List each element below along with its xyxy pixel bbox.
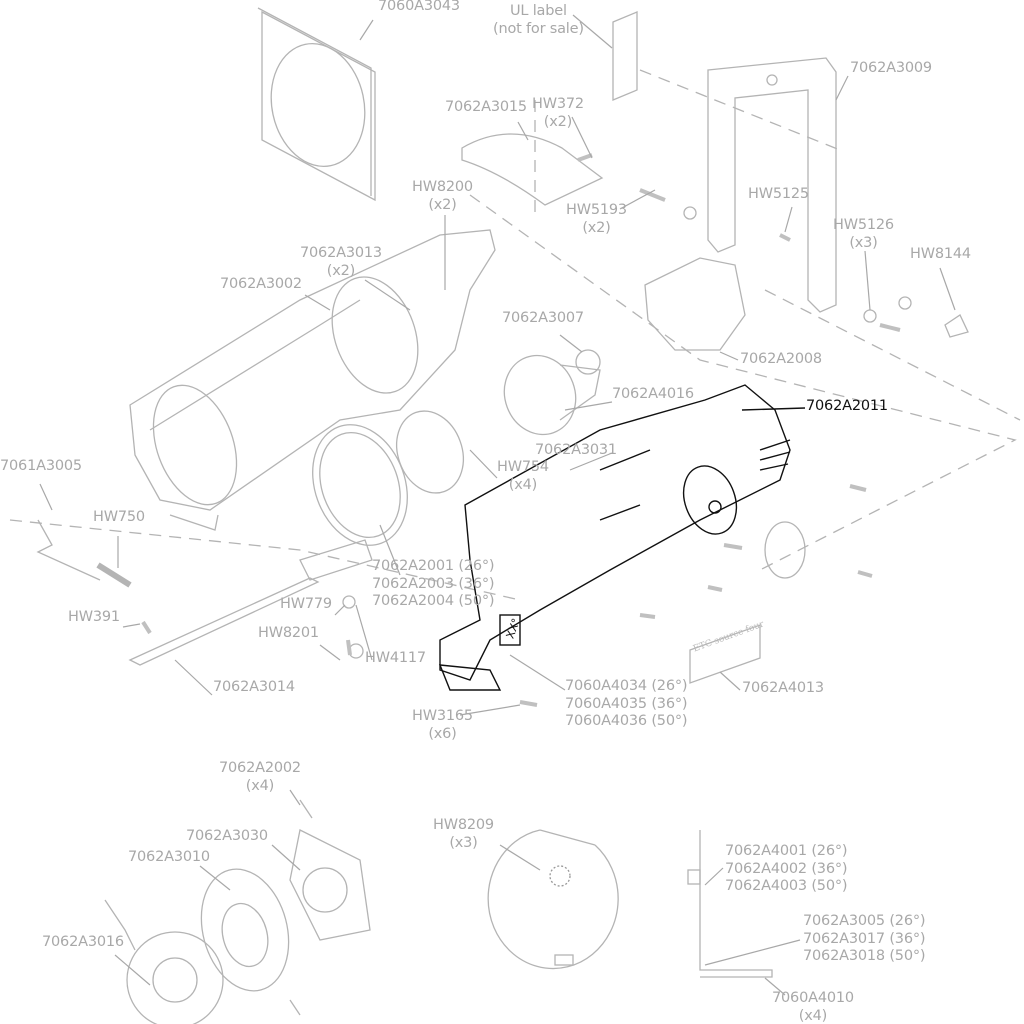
- lamp-housing-highlighted: [438, 384, 791, 691]
- label-7062A2011: 7062A2011: [806, 398, 888, 414]
- etc-badge-part: [689, 624, 761, 684]
- label-7062A3013: 7062A3013(x2): [300, 245, 382, 279]
- label-HW8144: HW8144: [910, 246, 971, 262]
- gobo-holder-parts: [104, 799, 371, 1024]
- yoke-part: [707, 57, 837, 313]
- label-7062A3016: 7062A3016: [42, 934, 124, 950]
- label-7062A2002: 7062A2002(x4): [219, 760, 301, 794]
- lamp-cap-part: [644, 257, 746, 351]
- ul-label-part: [612, 11, 638, 101]
- label-7062A3014: 7062A3014: [213, 679, 295, 695]
- label-7062A4016: 7062A4016: [612, 386, 694, 402]
- drop-in-bracket-part: [699, 830, 773, 978]
- label-7062A4013: 7062A4013: [742, 680, 824, 696]
- label-lens-tube: 7062A2001 (26°)7062A2003 (36°)7062A2004 …: [372, 558, 495, 609]
- color-frame-part: [257, 7, 376, 202]
- reflector-part: [503, 354, 577, 436]
- gobo-plate-part: [487, 829, 619, 970]
- label-HW4117: HW4117: [365, 650, 426, 666]
- label-HW5193: HW5193(x2): [566, 202, 627, 236]
- label-HW754: HW754(x4): [497, 459, 549, 493]
- label-7062A3009: 7062A3009: [850, 60, 932, 76]
- label-7062A3002: 7062A3002: [220, 276, 302, 292]
- label-HW750: HW750: [93, 509, 145, 525]
- label-7062A2008: 7062A2008: [740, 351, 822, 367]
- label-HW8209: HW8209(x3): [433, 817, 494, 851]
- label-7062A3030: 7062A3030: [186, 828, 268, 844]
- housing-part: [129, 229, 496, 531]
- label-7062A3031: 7062A3031: [535, 442, 617, 458]
- label-HW8201: HW8201: [258, 625, 319, 641]
- label-HW391: HW391: [68, 609, 120, 625]
- label-HW8200: HW8200(x2): [412, 179, 473, 213]
- label-7062A3007: 7062A3007: [502, 310, 584, 326]
- label-HW372: HW372(x2): [532, 96, 584, 130]
- label-7060A3043: 7060A3043: [378, 0, 460, 14]
- label-HW3165: HW3165(x6): [412, 708, 473, 742]
- label-7060A4010: 7060A4010(x4): [772, 990, 854, 1024]
- label-7061A3005: 7061A3005: [0, 458, 82, 474]
- label-7062A4001: 7062A4001 (26°)7062A4002 (36°)7062A4003 …: [725, 843, 848, 894]
- label-barrel: 7060A4034 (26°)7060A4035 (36°)7060A4036 …: [565, 678, 688, 729]
- label-7062A3005: 7062A3005 (26°)7062A3017 (36°)7062A3018 …: [803, 913, 926, 964]
- label-HW779: HW779: [280, 596, 332, 612]
- label-HW5125: HW5125: [748, 186, 809, 202]
- cover-part: [461, 133, 604, 206]
- label-ul-label: UL label(not for sale): [493, 3, 584, 37]
- label-7062A3015: 7062A3015: [445, 99, 527, 115]
- label-HW5126: HW5126(x3): [833, 217, 894, 251]
- label-7062A3010: 7062A3010: [128, 849, 210, 865]
- rail-part: [128, 577, 320, 666]
